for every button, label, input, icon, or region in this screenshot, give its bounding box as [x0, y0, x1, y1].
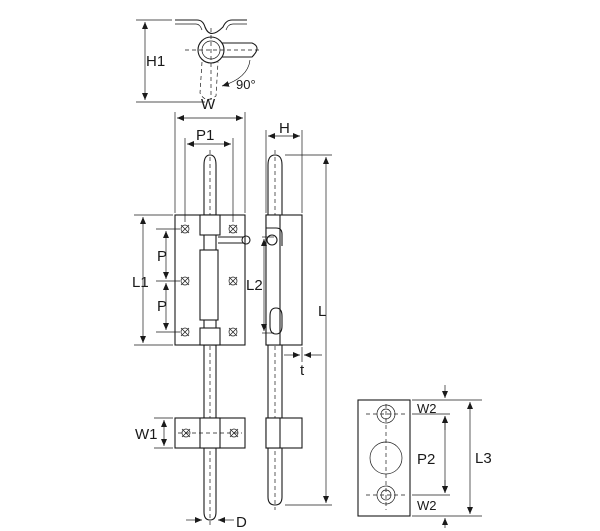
angle-label: 90°: [236, 77, 256, 92]
p1-label: P1: [196, 127, 214, 144]
w1-label: W1: [135, 426, 158, 443]
w2-bottom-label: W2: [417, 498, 437, 513]
h1-label: H1: [146, 53, 165, 70]
h-label: H: [279, 120, 290, 137]
front-view: [134, 112, 251, 525]
receiver-plate: [357, 399, 411, 517]
receiver-plate-view: [357, 385, 482, 528]
p-upper-label: P: [157, 248, 167, 265]
p-lower-label: P: [157, 298, 167, 315]
screw-hole: [180, 224, 190, 234]
l1-label: L1: [132, 274, 149, 291]
screw-hole: [228, 224, 238, 234]
t-label: t: [300, 362, 305, 379]
screw-hole: [180, 327, 190, 337]
screw-hole: [228, 276, 238, 286]
w-label: W: [201, 96, 216, 113]
l-label: L: [318, 303, 326, 320]
screw-hole: [180, 276, 190, 286]
d-label: D: [236, 514, 247, 531]
screw-hole: [228, 327, 238, 337]
handle-detail-view: [136, 19, 262, 103]
l2-label: L2: [246, 277, 263, 294]
w2-top-label: W2: [417, 401, 437, 416]
p2-label: P2: [417, 451, 435, 468]
side-view: [261, 130, 332, 510]
l3-label: L3: [475, 450, 492, 467]
